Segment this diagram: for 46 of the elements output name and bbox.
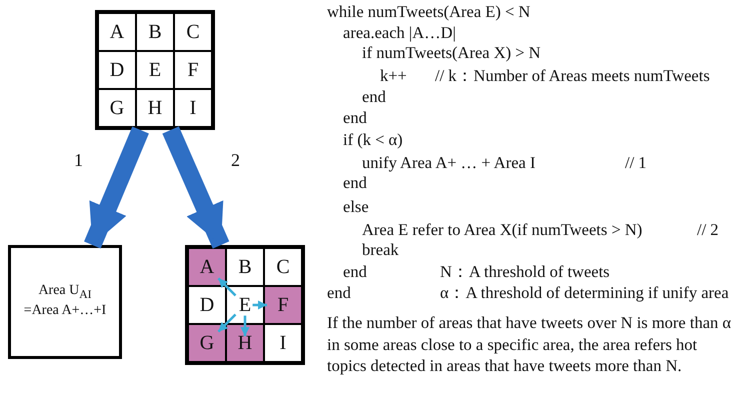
code-line: k++ (380, 65, 407, 87)
grid-cell: F (264, 286, 302, 324)
grid-cell: C (174, 13, 212, 51)
code-line: else (343, 196, 369, 218)
code-line: end (343, 172, 367, 194)
arrow (162, 126, 230, 249)
grid-cell: H (136, 89, 174, 127)
grid-cell: F (174, 51, 212, 89)
grid-cell: I (174, 89, 212, 127)
code-comment: // 2 (697, 219, 719, 241)
legend-note: N：A threshold of tweets (440, 261, 610, 283)
code-line: if numTweets(Area X) > N (362, 42, 541, 64)
code-line: while numTweets(Area E) < N (327, 1, 530, 23)
grid-cell: I (264, 324, 302, 362)
grid-cell: G (188, 324, 226, 362)
grid-cell: B (226, 248, 264, 286)
area-box: Area U$_{AI}$ =Area A+…+I (8, 245, 122, 359)
code-line: unify Area A+ … + Area I (362, 152, 536, 174)
arrow (218, 278, 236, 296)
arrow (84, 126, 149, 248)
area-grid (95, 10, 215, 130)
grid-cell: A (98, 13, 136, 51)
arrow (240, 316, 250, 336)
arrow (218, 314, 236, 332)
grid-cell: C (264, 248, 302, 286)
code-line: end (343, 107, 367, 129)
grid-cell: E (136, 51, 174, 89)
code-comment: // 1 (625, 152, 647, 174)
grid-cell: D (98, 51, 136, 89)
legend-note: α：A threshold of determining if unify area (440, 282, 729, 304)
code-line: break (362, 239, 399, 261)
code-line: end (327, 282, 351, 304)
description-text: If the number of areas that have tweets over N is more than α in some areas close to a specific area, the area refers hot topics detected in areas that have tweets more than N. (327, 312, 732, 376)
grid-cell: A (188, 248, 226, 286)
arrow (252, 300, 268, 310)
code-line: end (343, 261, 367, 283)
grid-cell: D (188, 286, 226, 324)
code-comment: // k：Number of Areas meets numTweets (435, 65, 710, 87)
code-line: end (362, 86, 386, 108)
grid-cell: B (136, 13, 174, 51)
code-line: area.each |A…D| (343, 22, 456, 44)
code-line: Area E refer to Area X(if numTweets > N) (362, 219, 642, 241)
area-grid (185, 245, 305, 365)
grid-cell: H (226, 324, 264, 362)
grid-cell: G (98, 89, 136, 127)
code-line: if (k < α) (343, 129, 403, 151)
